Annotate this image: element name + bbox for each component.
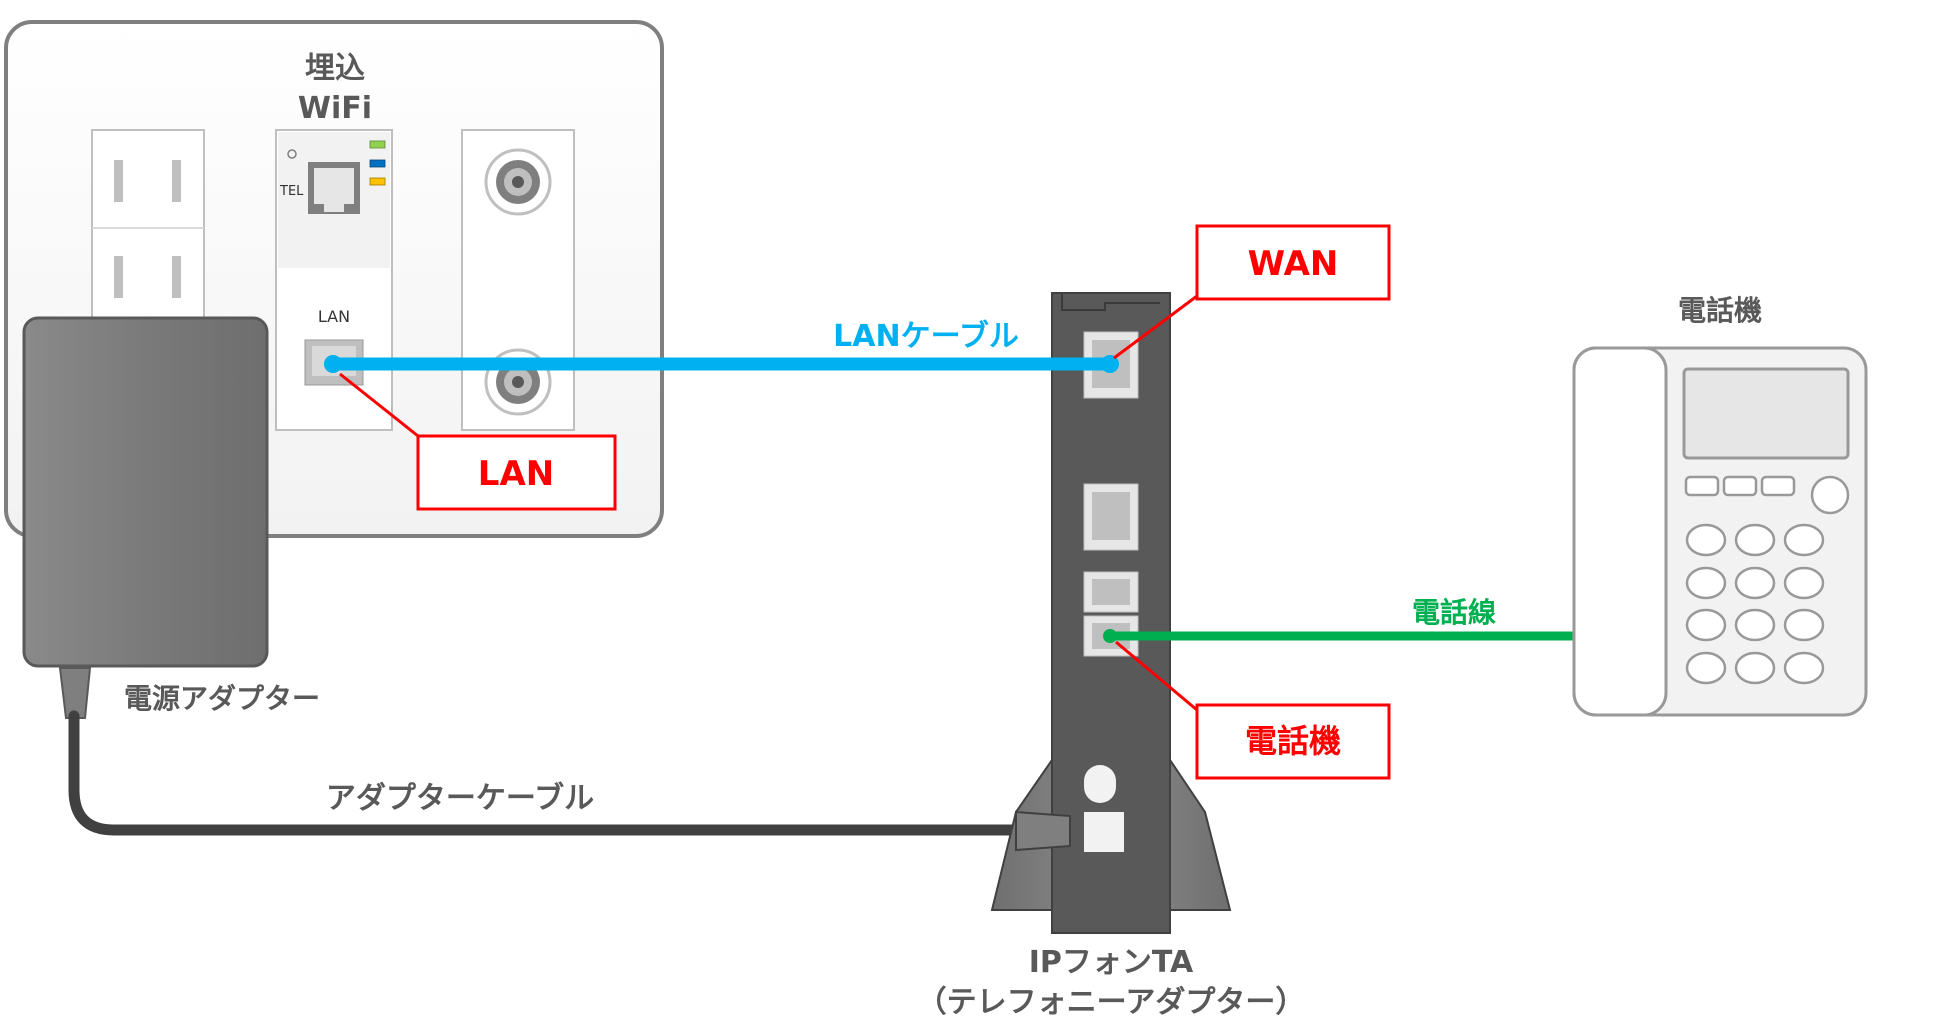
telephone <box>1572 346 1868 717</box>
tel-port-icon <box>308 162 360 214</box>
wall-plate-title-line1: 埋込 <box>305 51 365 86</box>
phone-port-1-icon <box>1083 571 1139 613</box>
wan-callout-leader <box>1113 294 1198 360</box>
ip-phone-ta-sublabel: （テレフォニーアダプター） <box>917 985 1306 1020</box>
lan-port-label: LAN <box>318 307 350 326</box>
wan-cable-end-icon <box>1101 355 1119 373</box>
power-adapter <box>22 316 269 719</box>
tel-label: TEL <box>279 184 304 199</box>
power-adapter-label: 電源アダプター <box>124 682 320 715</box>
adapter-cable-line <box>68 710 1050 836</box>
adapter-cable-label: アダプターケーブル <box>326 781 594 816</box>
ip-phone-ta <box>990 292 1232 934</box>
wall-plate-title-line2: WiFi <box>298 91 372 126</box>
keypad <box>1685 523 1825 685</box>
lan-callout-leader <box>339 372 419 438</box>
wan-callout: WAN <box>1195 224 1391 301</box>
led-blue-icon <box>369 159 386 168</box>
lan-port-icon <box>1083 483 1139 551</box>
lan-callout-text: LAN <box>478 454 554 494</box>
lan-callout: LAN <box>416 434 617 511</box>
lan-cable-end-icon <box>324 355 342 373</box>
phone-callout-leader <box>1115 640 1198 712</box>
telephone-label: 電話機 <box>1678 294 1762 327</box>
status-dot-icon <box>287 149 297 159</box>
phone-line-label: 電話線 <box>1412 596 1496 629</box>
led-orange-icon <box>369 177 386 186</box>
ip-phone-ta-label: IPフォンTA <box>1029 945 1194 980</box>
phone-callout-text: 電話機 <box>1245 722 1341 760</box>
wifi-module: TEL LAN <box>275 129 393 431</box>
led-green-icon <box>369 140 386 149</box>
lan-cable-label: LANケーブル <box>833 319 1019 354</box>
coax-module <box>461 129 575 431</box>
coax-port-top-icon <box>484 148 552 216</box>
wan-callout-text: WAN <box>1248 244 1339 284</box>
power-jack-icon <box>1084 765 1124 852</box>
phone-callout: 電話機 <box>1195 703 1391 780</box>
phone-line-end-icon <box>1103 629 1117 643</box>
